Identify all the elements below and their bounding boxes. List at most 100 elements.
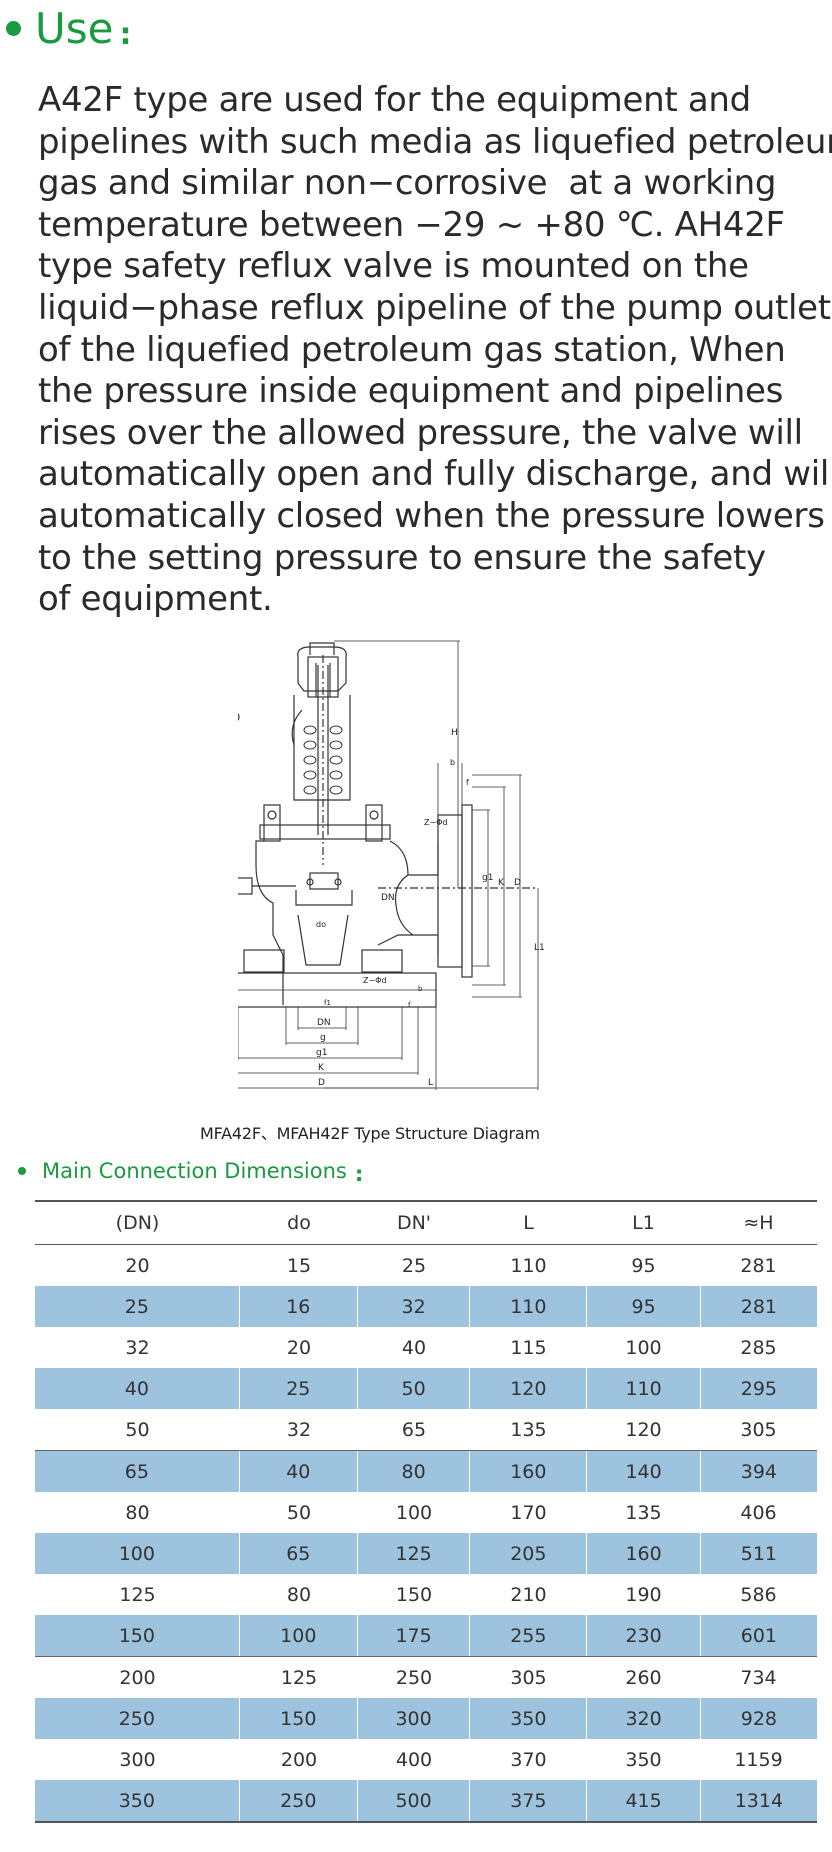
table-cell: 110 bbox=[510, 1254, 547, 1277]
table-cell: 230 bbox=[586, 1615, 699, 1656]
use-heading-colon: : bbox=[119, 16, 132, 52]
table-cell: 175 bbox=[356, 1615, 469, 1656]
table-cell: 32 bbox=[125, 1336, 150, 1359]
bullet-icon bbox=[18, 1167, 26, 1175]
table-cell: 350 bbox=[469, 1698, 586, 1739]
bullet-icon bbox=[6, 20, 21, 36]
use-line: gas and similar non−corrosive at a worki… bbox=[38, 163, 777, 204]
table-cell: 65 bbox=[401, 1418, 427, 1441]
table-cell: 320 bbox=[586, 1698, 699, 1739]
dimension-label-f1: f1 bbox=[324, 999, 331, 1007]
table-cell: 125 bbox=[356, 1533, 469, 1574]
table-cell: 200 bbox=[119, 1666, 156, 1689]
table-cell: 150 bbox=[118, 1624, 155, 1647]
table-cell: 160 bbox=[586, 1533, 699, 1574]
use-line: pipelines with such media as liquefied p… bbox=[38, 121, 832, 162]
table-cell: 734 bbox=[740, 1666, 777, 1689]
dimension-label-g: g bbox=[320, 1033, 326, 1043]
table-cell: 50 bbox=[286, 1501, 312, 1524]
table-cell: 120 bbox=[469, 1368, 586, 1409]
dimension-label-k-right: K bbox=[498, 878, 505, 888]
table-header-row: (DN) do DN' L L1 ≈H bbox=[35, 1202, 817, 1245]
table-cell: 115 bbox=[510, 1336, 547, 1359]
table-cell: 25 bbox=[124, 1295, 149, 1318]
table-cell: 400 bbox=[395, 1748, 433, 1771]
dimension-label-l: L bbox=[428, 1078, 433, 1088]
table-cell: 140 bbox=[586, 1451, 699, 1492]
table-cell: 370 bbox=[510, 1748, 547, 1771]
table-cell: 305 bbox=[510, 1666, 547, 1689]
table-cell: 40 bbox=[124, 1377, 149, 1400]
table-cell: 32 bbox=[356, 1286, 469, 1327]
table-cell: 135 bbox=[625, 1501, 662, 1524]
dimensions-heading-colon: : bbox=[354, 1162, 364, 1186]
table-cell: 260 bbox=[625, 1666, 662, 1689]
diagram-caption: MFA42F、MFAH42F Type Structure Diagram bbox=[200, 1124, 540, 1143]
table-cell: 350 bbox=[625, 1748, 662, 1771]
table-cell: 65 bbox=[238, 1533, 357, 1574]
use-line: of the liquefied petroleum gas station, … bbox=[38, 329, 786, 370]
dimension-label-d-right: D bbox=[514, 878, 521, 888]
table-cell: 511 bbox=[699, 1533, 817, 1574]
table-cell: 20 bbox=[125, 1254, 150, 1277]
dimension-label-g1-right: g1 bbox=[482, 873, 493, 883]
dimension-label-b-top: b bbox=[450, 758, 455, 767]
table-cell: 100 bbox=[625, 1336, 662, 1359]
table-cell: 32 bbox=[286, 1418, 312, 1441]
table-cell: 50 bbox=[356, 1368, 469, 1409]
table-cell: 285 bbox=[740, 1336, 777, 1359]
dimension-label-z-bottom: Z−Φd bbox=[363, 976, 387, 985]
table-cell: 586 bbox=[740, 1583, 777, 1606]
table-cell: 170 bbox=[510, 1501, 547, 1524]
dimensions-heading-text: Main Connection Dimensions bbox=[42, 1159, 347, 1183]
table-cell: 125 bbox=[119, 1583, 156, 1606]
table-cell: 95 bbox=[631, 1254, 656, 1277]
use-description: A42F type are used for the equipment and… bbox=[38, 80, 832, 621]
table-cell: 300 bbox=[356, 1698, 469, 1739]
table-cell: 281 bbox=[740, 1254, 777, 1277]
dimension-label-l1: L1 bbox=[534, 943, 545, 953]
use-line: automatically closed when the pressure l… bbox=[38, 495, 825, 536]
dimension-label-g1: g1 bbox=[316, 1048, 327, 1058]
valve-structure-diagram: H DN' g1 K D L1 b f Z−Φd do Z−Φd f1 b f … bbox=[238, 640, 545, 1090]
dimensions-heading: Main Connection Dimensions : bbox=[18, 1155, 363, 1187]
table-cell: 15 bbox=[286, 1254, 312, 1277]
table-cell: 150 bbox=[395, 1583, 433, 1606]
table-cell: 150 bbox=[238, 1698, 357, 1739]
table-cell: 25 bbox=[238, 1368, 357, 1409]
table-cell: 50 bbox=[125, 1418, 150, 1441]
table-cell: 500 bbox=[356, 1780, 469, 1821]
dimension-label-do: do bbox=[316, 920, 326, 929]
table-cell: 80 bbox=[125, 1501, 150, 1524]
table-cell: 135 bbox=[510, 1418, 547, 1441]
use-heading: Use : bbox=[0, 2, 131, 54]
column-header: ≈H bbox=[743, 1212, 774, 1234]
table-cell: 250 bbox=[395, 1666, 433, 1689]
use-line: type safety reflux valve is mounted on t… bbox=[38, 246, 749, 287]
dimension-label-z-top: Z−Φd bbox=[424, 818, 448, 827]
use-line: automatically open and fully discharge, … bbox=[38, 454, 832, 495]
use-line: temperature between −29 ~ +80 ℃. AH42F bbox=[38, 204, 785, 245]
table-cell: 305 bbox=[740, 1418, 777, 1441]
table-cell: 1314 bbox=[699, 1780, 817, 1821]
column-header: L bbox=[523, 1212, 534, 1234]
table-cell: 295 bbox=[699, 1368, 817, 1409]
column-header: L1 bbox=[632, 1212, 655, 1234]
use-line: of equipment. bbox=[38, 579, 273, 620]
table-cell: 110 bbox=[469, 1286, 586, 1327]
table-cell: 1159 bbox=[734, 1748, 783, 1771]
table-cell: 205 bbox=[469, 1533, 586, 1574]
table-cell: 200 bbox=[280, 1748, 318, 1771]
table-cell: 928 bbox=[699, 1698, 817, 1739]
